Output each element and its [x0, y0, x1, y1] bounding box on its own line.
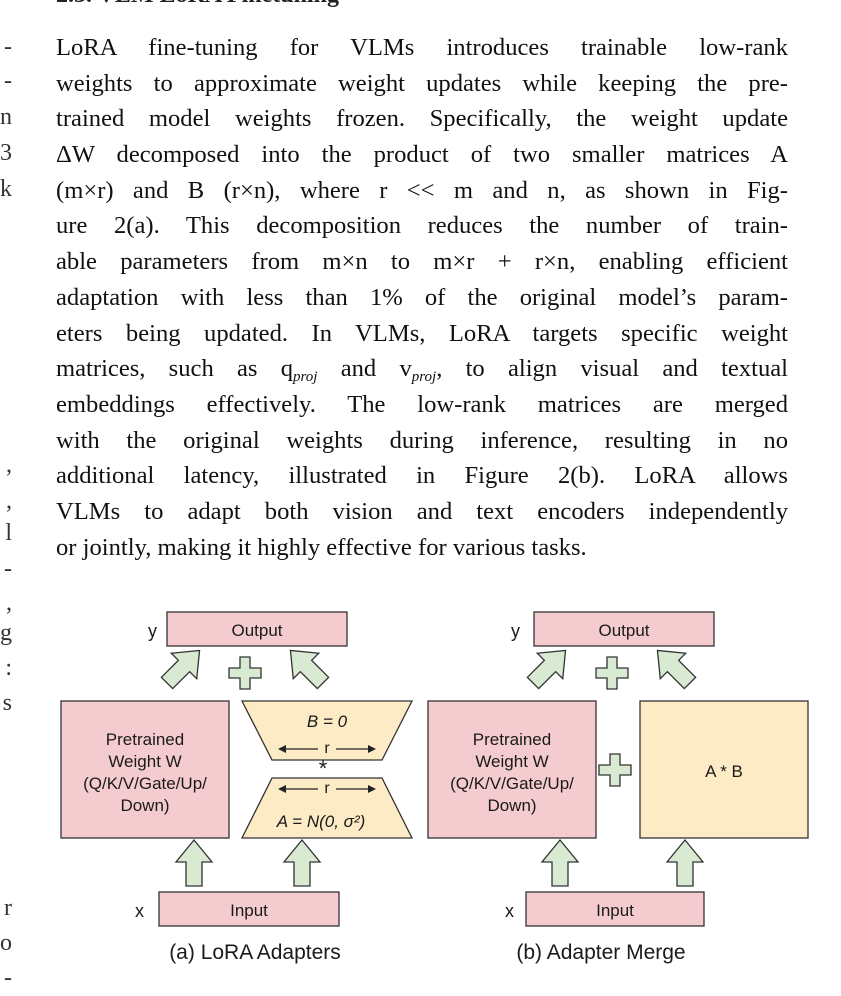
subscript-proj: proj [293, 369, 318, 386]
paragraph-line: ΔW decomposed into the product of two sm… [56, 141, 788, 169]
caption-a: (a) LoRA Adapters [169, 941, 341, 964]
plus-icon [228, 656, 262, 690]
section-heading: 2.3. VLM LoRA Finetuning [56, 0, 339, 9]
rank-label: r [324, 740, 330, 757]
panel-b: y Output Pretrained Weight W (Q/K/V/Gate… [427, 611, 809, 964]
margin-fragment: s [2, 690, 12, 716]
input-label: Input [596, 901, 634, 920]
input-arrow-icon [666, 839, 704, 887]
pretrained-line: Down) [487, 796, 536, 815]
rank-label: r [324, 780, 330, 797]
margin-fragment: r [4, 895, 12, 921]
margin-fragment: l [5, 520, 12, 546]
matrix-b-label: B = 0 [307, 712, 348, 731]
left-margin-fragments: - - n 3 k , , l - , g : s r o - [0, 0, 14, 996]
merged-label: A * B [705, 762, 743, 781]
y-label: y [148, 621, 157, 641]
paragraph-line: VLMs to adapt both vision and text encod… [56, 497, 788, 525]
plus-icon [595, 656, 629, 690]
margin-fragment: , [6, 452, 12, 478]
input-arrow-icon [283, 839, 321, 887]
paragraph-line: additional latency, illustrated in Figur… [56, 462, 788, 490]
pretrained-weight-box [427, 700, 597, 839]
pretrained-weight-box [60, 700, 230, 839]
pretrained-line: Weight W [108, 752, 181, 771]
output-label: Output [231, 621, 282, 640]
y-label: y [511, 621, 520, 641]
merged-weight-box [639, 700, 809, 839]
margin-fragment: 3 [0, 140, 12, 166]
paragraph-line: eters being updated. In VLMs, LoRA targe… [56, 319, 788, 347]
matrix-a-trapezoid [240, 777, 414, 839]
paragraph-line-with-subscripts: matrices, such as qproj and vproj, to al… [56, 351, 788, 387]
margin-fragment: , [6, 590, 12, 616]
margin-fragment: : [5, 655, 12, 681]
margin-fragment: o [0, 930, 12, 956]
matrix-a-label: A = N(0, σ²) [276, 812, 366, 831]
text-run: matrices, such as q [56, 355, 294, 383]
margin-fragment: - [4, 34, 12, 60]
rank-arrow-icon [278, 780, 376, 796]
input-box [158, 891, 340, 927]
output-box [533, 611, 715, 647]
figure-svg: y Output Pretrained Weight W (Q/K/V/Gate… [60, 611, 809, 964]
paragraph-line: or jointly, making it highly effective f… [56, 533, 587, 561]
margin-fragment: - [4, 68, 12, 94]
x-label: x [135, 901, 144, 921]
text-run: , to align visual and textual [436, 355, 788, 383]
paragraph-line: embeddings effectively. The low-rank mat… [56, 390, 788, 418]
paragraph-line: ure 2(a). This decomposition reduces the… [56, 212, 788, 240]
figure-lora: y Output Pretrained Weight W (Q/K/V/Gate… [0, 590, 841, 990]
panel-a: y Output Pretrained Weight W (Q/K/V/Gate… [60, 611, 414, 964]
paragraph-line: with the original weights during inferen… [56, 426, 788, 454]
pretrained-line: Pretrained [106, 730, 184, 749]
pretrained-line: Weight W [475, 752, 548, 771]
body-paragraph: LoRA fine-tuning for VLMs introduces tra… [56, 30, 788, 565]
pretrained-line: (Q/K/V/Gate/Up/ [83, 774, 207, 793]
margin-fragment: k [0, 176, 12, 202]
x-label: x [505, 901, 514, 921]
paragraph-line: (m×r) and B (r×n), where r << m and n, a… [56, 176, 788, 204]
rank-arrow-icon [278, 740, 376, 756]
paragraph-line: able parameters from m×n to m×r + r×n, e… [56, 248, 788, 276]
caption-b: (b) Adapter Merge [516, 941, 685, 964]
pretrained-line: (Q/K/V/Gate/Up/ [450, 774, 574, 793]
multiply-symbol: * [319, 756, 328, 781]
output-label: Output [598, 621, 649, 640]
input-box [525, 891, 705, 927]
paragraph-line: trained model weights frozen. Specifical… [56, 105, 788, 133]
input-label: Input [230, 901, 268, 920]
subscript-proj: proj [411, 369, 437, 386]
paragraph-line: weights to approximate weight updates wh… [56, 69, 788, 97]
margin-fragment: n [0, 104, 12, 130]
input-arrow-icon [175, 839, 213, 887]
margin-fragment: g [0, 620, 12, 646]
output-box [166, 611, 348, 647]
paragraph-line: LoRA fine-tuning for VLMs introduces tra… [56, 34, 788, 61]
margin-fragment: , [6, 488, 12, 514]
input-arrow-icon [541, 839, 579, 887]
margin-fragment: - [4, 965, 12, 991]
pretrained-line: Down) [120, 796, 169, 815]
plus-icon [598, 753, 632, 787]
paragraph-line: adaptation with less than 1% of the orig… [56, 283, 788, 311]
matrix-b-trapezoid [240, 700, 414, 761]
text-run: and v [317, 355, 412, 383]
pretrained-line: Pretrained [473, 730, 551, 749]
margin-fragment: - [4, 556, 12, 582]
